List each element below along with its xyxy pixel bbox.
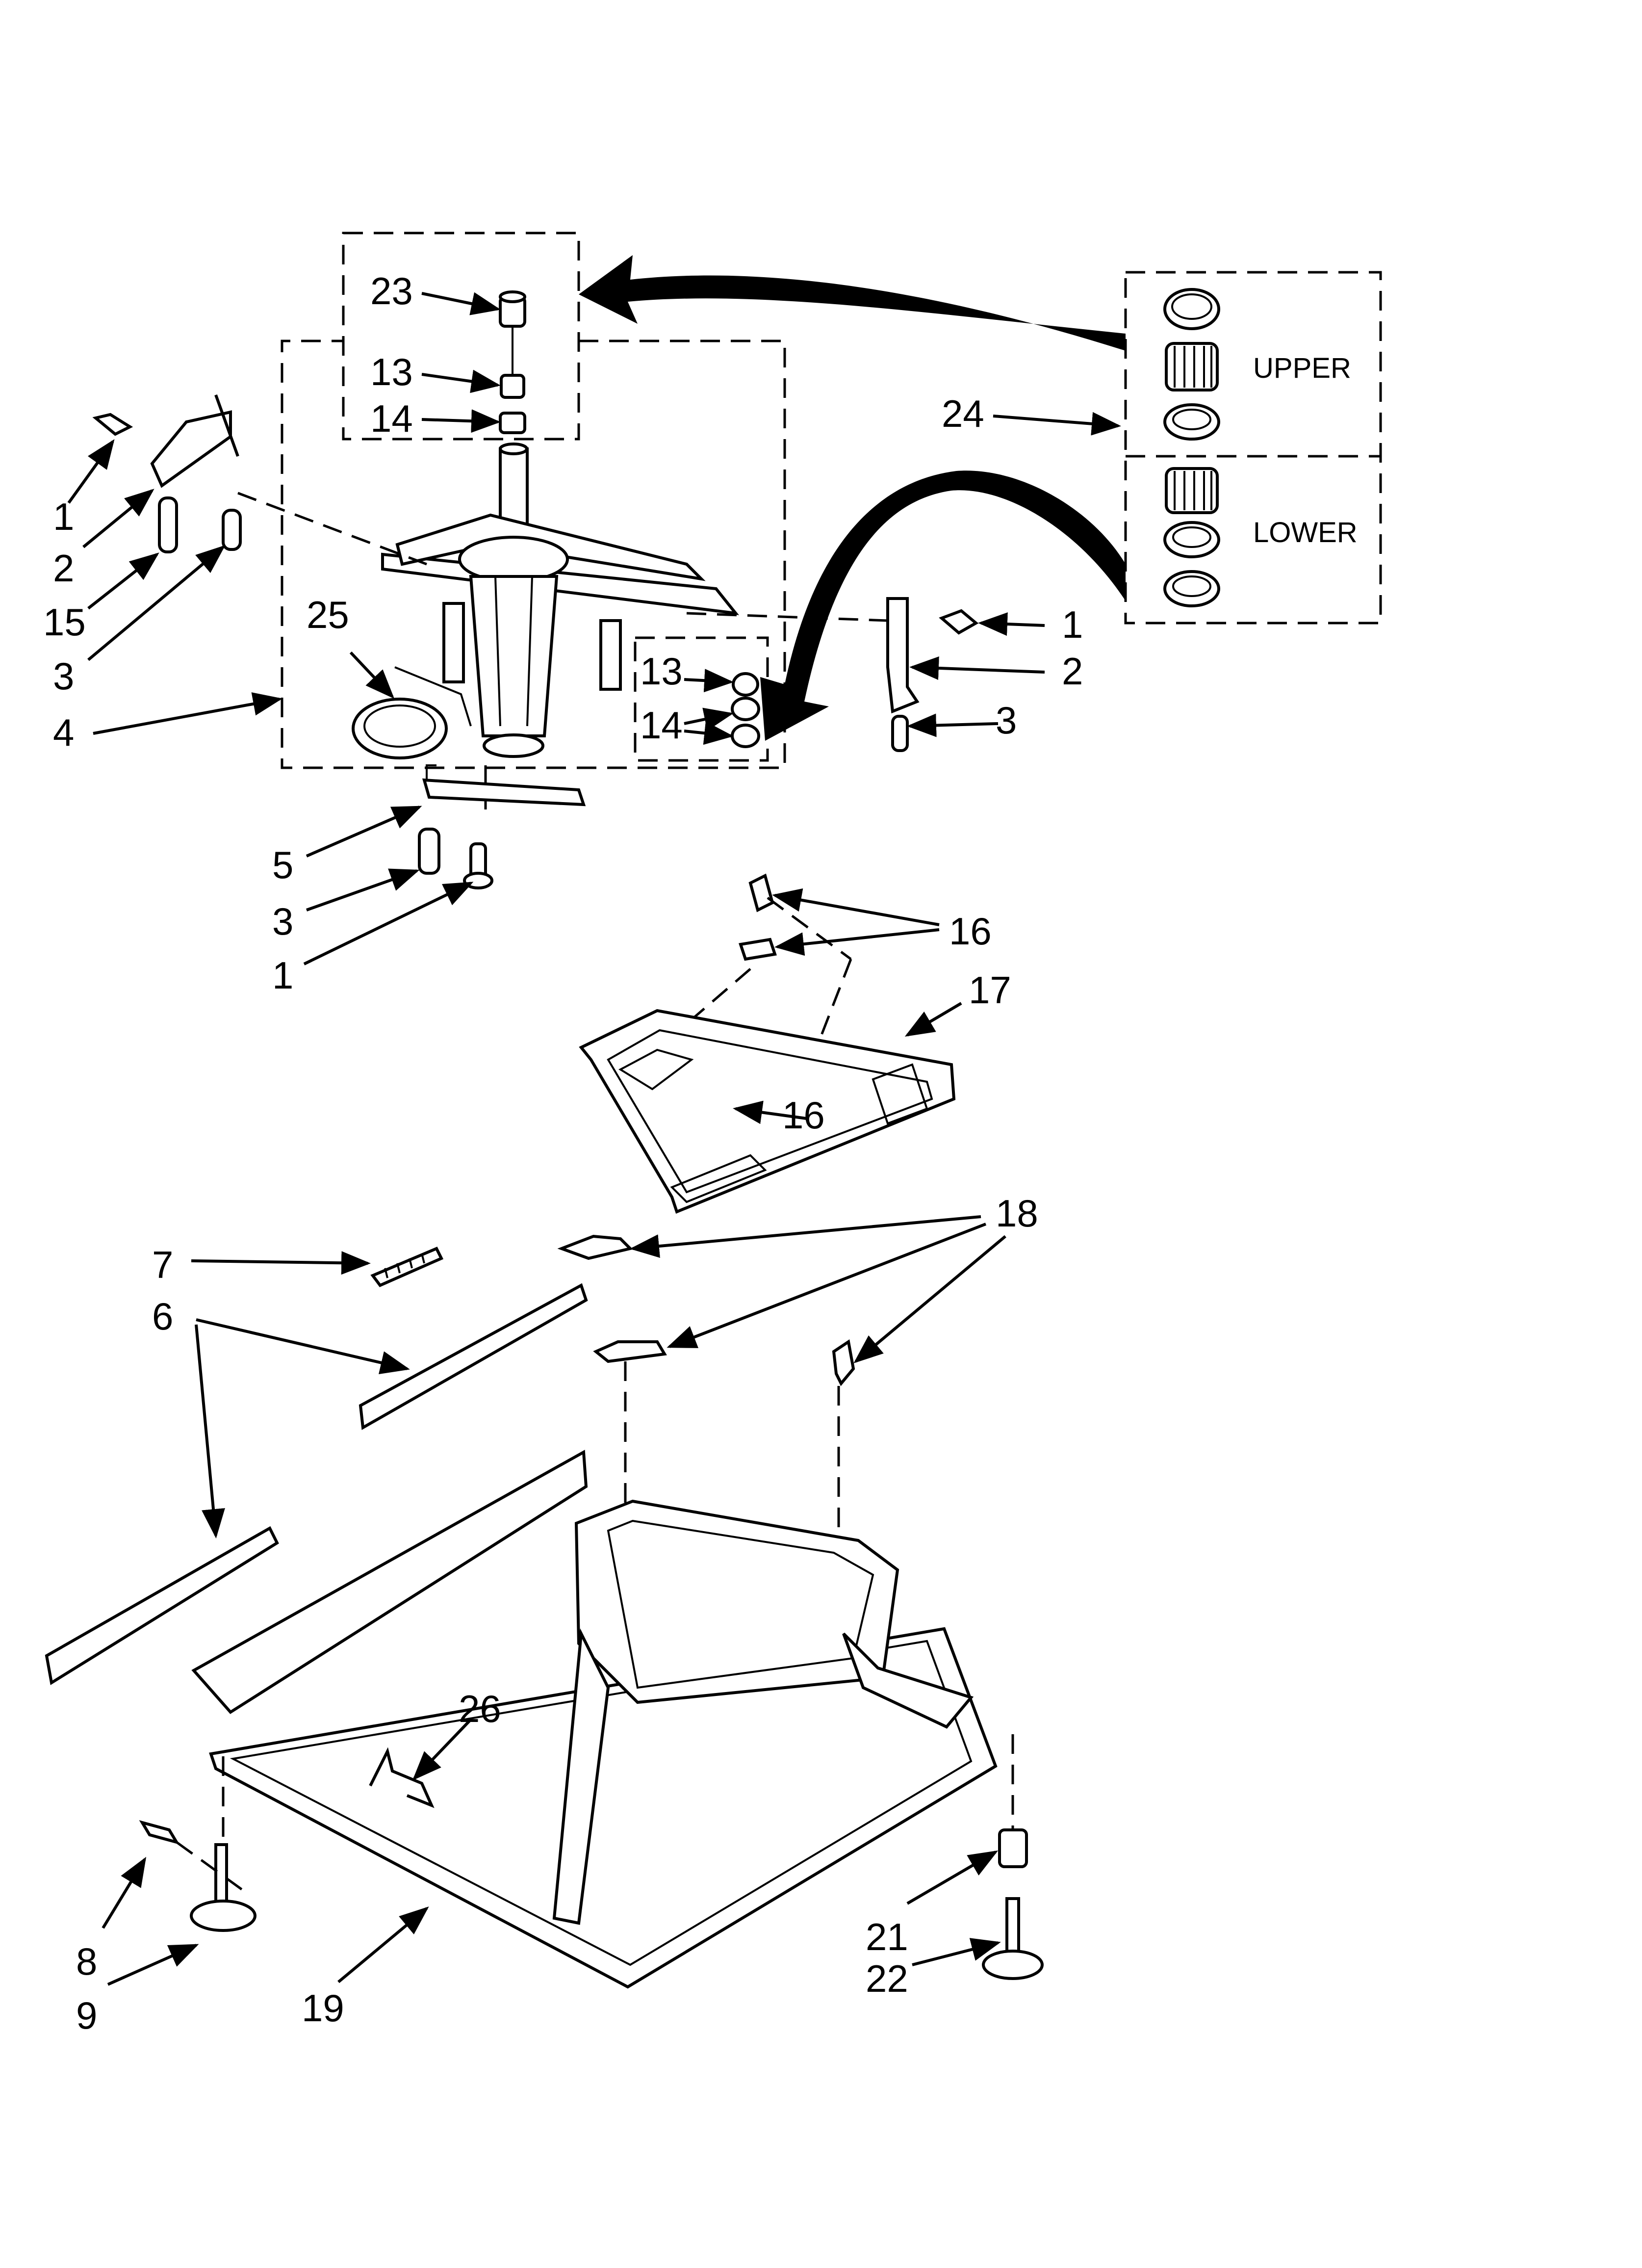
callout-15: 15	[43, 600, 86, 644]
callout-3-lower: 3	[272, 900, 293, 943]
callout-1-lower: 1	[272, 954, 293, 997]
bracket-2-right-part	[886, 597, 920, 714]
leader-arrows	[67, 292, 1121, 1986]
callout-17: 17	[969, 968, 1011, 1012]
clip-18-top-part	[557, 1234, 633, 1260]
upper-bearing-box	[342, 232, 580, 441]
callout-23: 23	[370, 269, 413, 313]
base-frame-19-part	[191, 1450, 998, 1989]
spring-15-part	[158, 496, 178, 553]
hanger-26-part	[369, 1747, 435, 1808]
callout-16-top: 16	[949, 910, 992, 953]
pad-16-middle-part	[739, 938, 777, 961]
pad-16-top-part	[748, 873, 774, 912]
kit-to-upper-arrow	[579, 255, 1126, 351]
callout-2-right: 2	[1062, 650, 1083, 693]
transmission-box	[281, 339, 786, 769]
bearing-13-lower-part	[732, 672, 759, 697]
callout-1-right: 1	[1062, 603, 1083, 646]
callout-2-left: 2	[53, 547, 74, 590]
leg-9-part	[190, 1843, 257, 1932]
callout-8: 8	[76, 1940, 97, 1983]
clip-18-right-part	[832, 1339, 855, 1386]
callout-3-left: 3	[53, 654, 74, 698]
callout-1-left: 1	[53, 495, 74, 538]
kit-upper-bearing	[1165, 342, 1219, 391]
bearing-14-lower-part	[731, 697, 760, 748]
callout-9: 9	[76, 1994, 97, 2037]
callout-14-lower: 14	[640, 704, 683, 747]
kit-to-lower-arrow	[760, 470, 1126, 741]
callout-4: 4	[53, 711, 74, 754]
screw-1-lower-part	[463, 842, 493, 889]
spring-3-right-part	[891, 715, 909, 752]
clip-18-middle-part	[593, 1340, 667, 1363]
callout-13-lower: 13	[640, 650, 683, 693]
callout-14-upper: 14	[370, 397, 413, 440]
seal-25-part	[352, 666, 472, 759]
brace-5-part	[422, 764, 586, 807]
screw-1-left-part	[92, 413, 133, 436]
kit-lower-bearing	[1165, 467, 1219, 514]
kit-lower-ring	[1163, 570, 1220, 607]
screw-1-right-part	[939, 609, 979, 635]
kit-lower-seal	[1163, 521, 1220, 558]
bearing-kit-box	[1124, 271, 1382, 625]
callout-25: 25	[307, 593, 349, 636]
kit-upper-ring	[1163, 403, 1220, 441]
callout-19: 19	[302, 1986, 344, 2030]
spring-7-part	[370, 1247, 444, 1287]
rail-6-upper-part	[359, 1283, 588, 1430]
callout-7: 7	[152, 1243, 173, 1286]
kit-upper-label: UPPER	[1253, 352, 1351, 384]
callout-3-right: 3	[996, 699, 1017, 742]
leg-22-part	[982, 1897, 1044, 1980]
callout-13-upper: 13	[370, 350, 413, 393]
bracket-2-left-part	[150, 394, 239, 488]
callout-21: 21	[866, 1915, 908, 1958]
pin-8-part	[139, 1820, 180, 1845]
rail-frame-17-part	[579, 1009, 956, 1214]
callout-16-lower: 16	[782, 1094, 825, 1137]
bushing-21-part	[998, 1828, 1028, 1868]
bearing-14-upper-part	[499, 412, 526, 434]
callout-24: 24	[942, 392, 984, 435]
callout-6: 6	[152, 1295, 173, 1338]
callout-26: 26	[459, 1687, 501, 1730]
rail-6-lower-part	[45, 1526, 279, 1685]
bearing-23-part	[499, 290, 526, 328]
spring-3-lower-part	[418, 828, 440, 875]
spring-3-left-part	[222, 509, 242, 551]
callout-5: 5	[272, 843, 293, 886]
kit-lower-label: LOWER	[1253, 517, 1358, 548]
kit-upper-seal	[1163, 288, 1220, 330]
callout-22: 22	[866, 1957, 908, 2000]
bearing-13-upper-part	[500, 374, 525, 399]
callout-18: 18	[996, 1192, 1038, 1235]
transmission-assembly	[381, 443, 739, 758]
